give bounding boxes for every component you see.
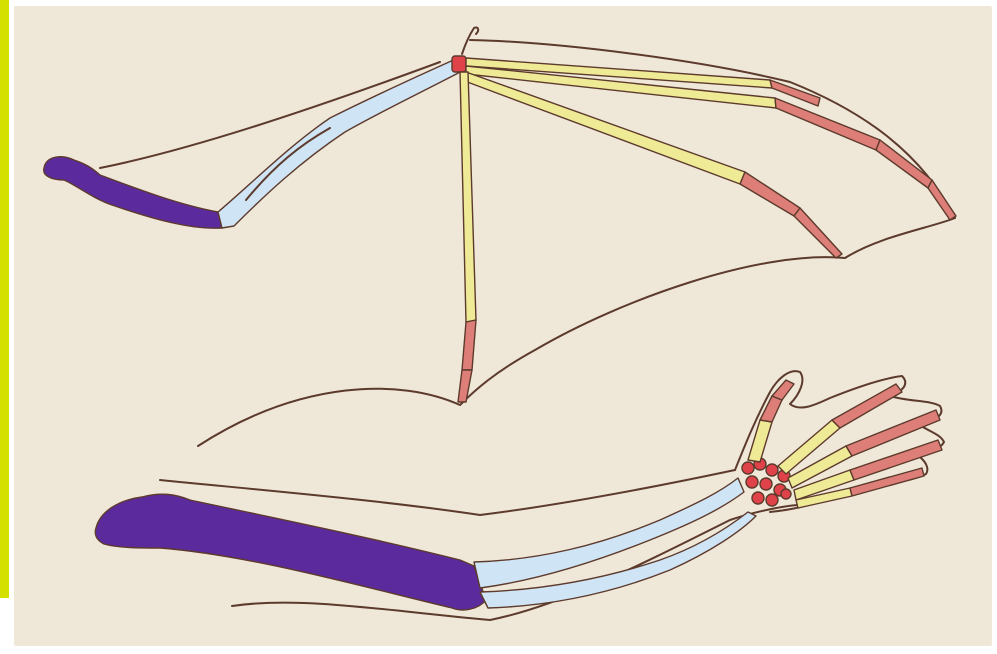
- bat-digit-4-phalanx-2: [794, 208, 842, 258]
- human-arm: [95, 371, 944, 620]
- bat-wing: [44, 27, 956, 446]
- bat-humerus: [44, 157, 222, 228]
- human-thumb-phalanx-1: [760, 396, 782, 422]
- human-thumb-metacarpal: [748, 420, 772, 462]
- bat-digit-5-phalanx-2: [458, 370, 472, 402]
- human-humerus: [95, 494, 486, 610]
- bat-digit-3-phalanx-2: [876, 140, 932, 188]
- human-index-phalanges: [832, 384, 902, 428]
- human-arm-upper-outline: [160, 470, 735, 515]
- bat-digit-4-phalanx-1: [740, 172, 800, 216]
- bat-carpal: [452, 56, 466, 72]
- bat-digit-5-metacarpal: [460, 72, 476, 322]
- bat-digit-3-phalanx-3: [928, 180, 956, 220]
- bat-radius-ulna: [218, 58, 464, 228]
- bat-digit-5-phalanx-1: [462, 320, 476, 370]
- bat-digit-3-phalanx-1: [775, 98, 880, 150]
